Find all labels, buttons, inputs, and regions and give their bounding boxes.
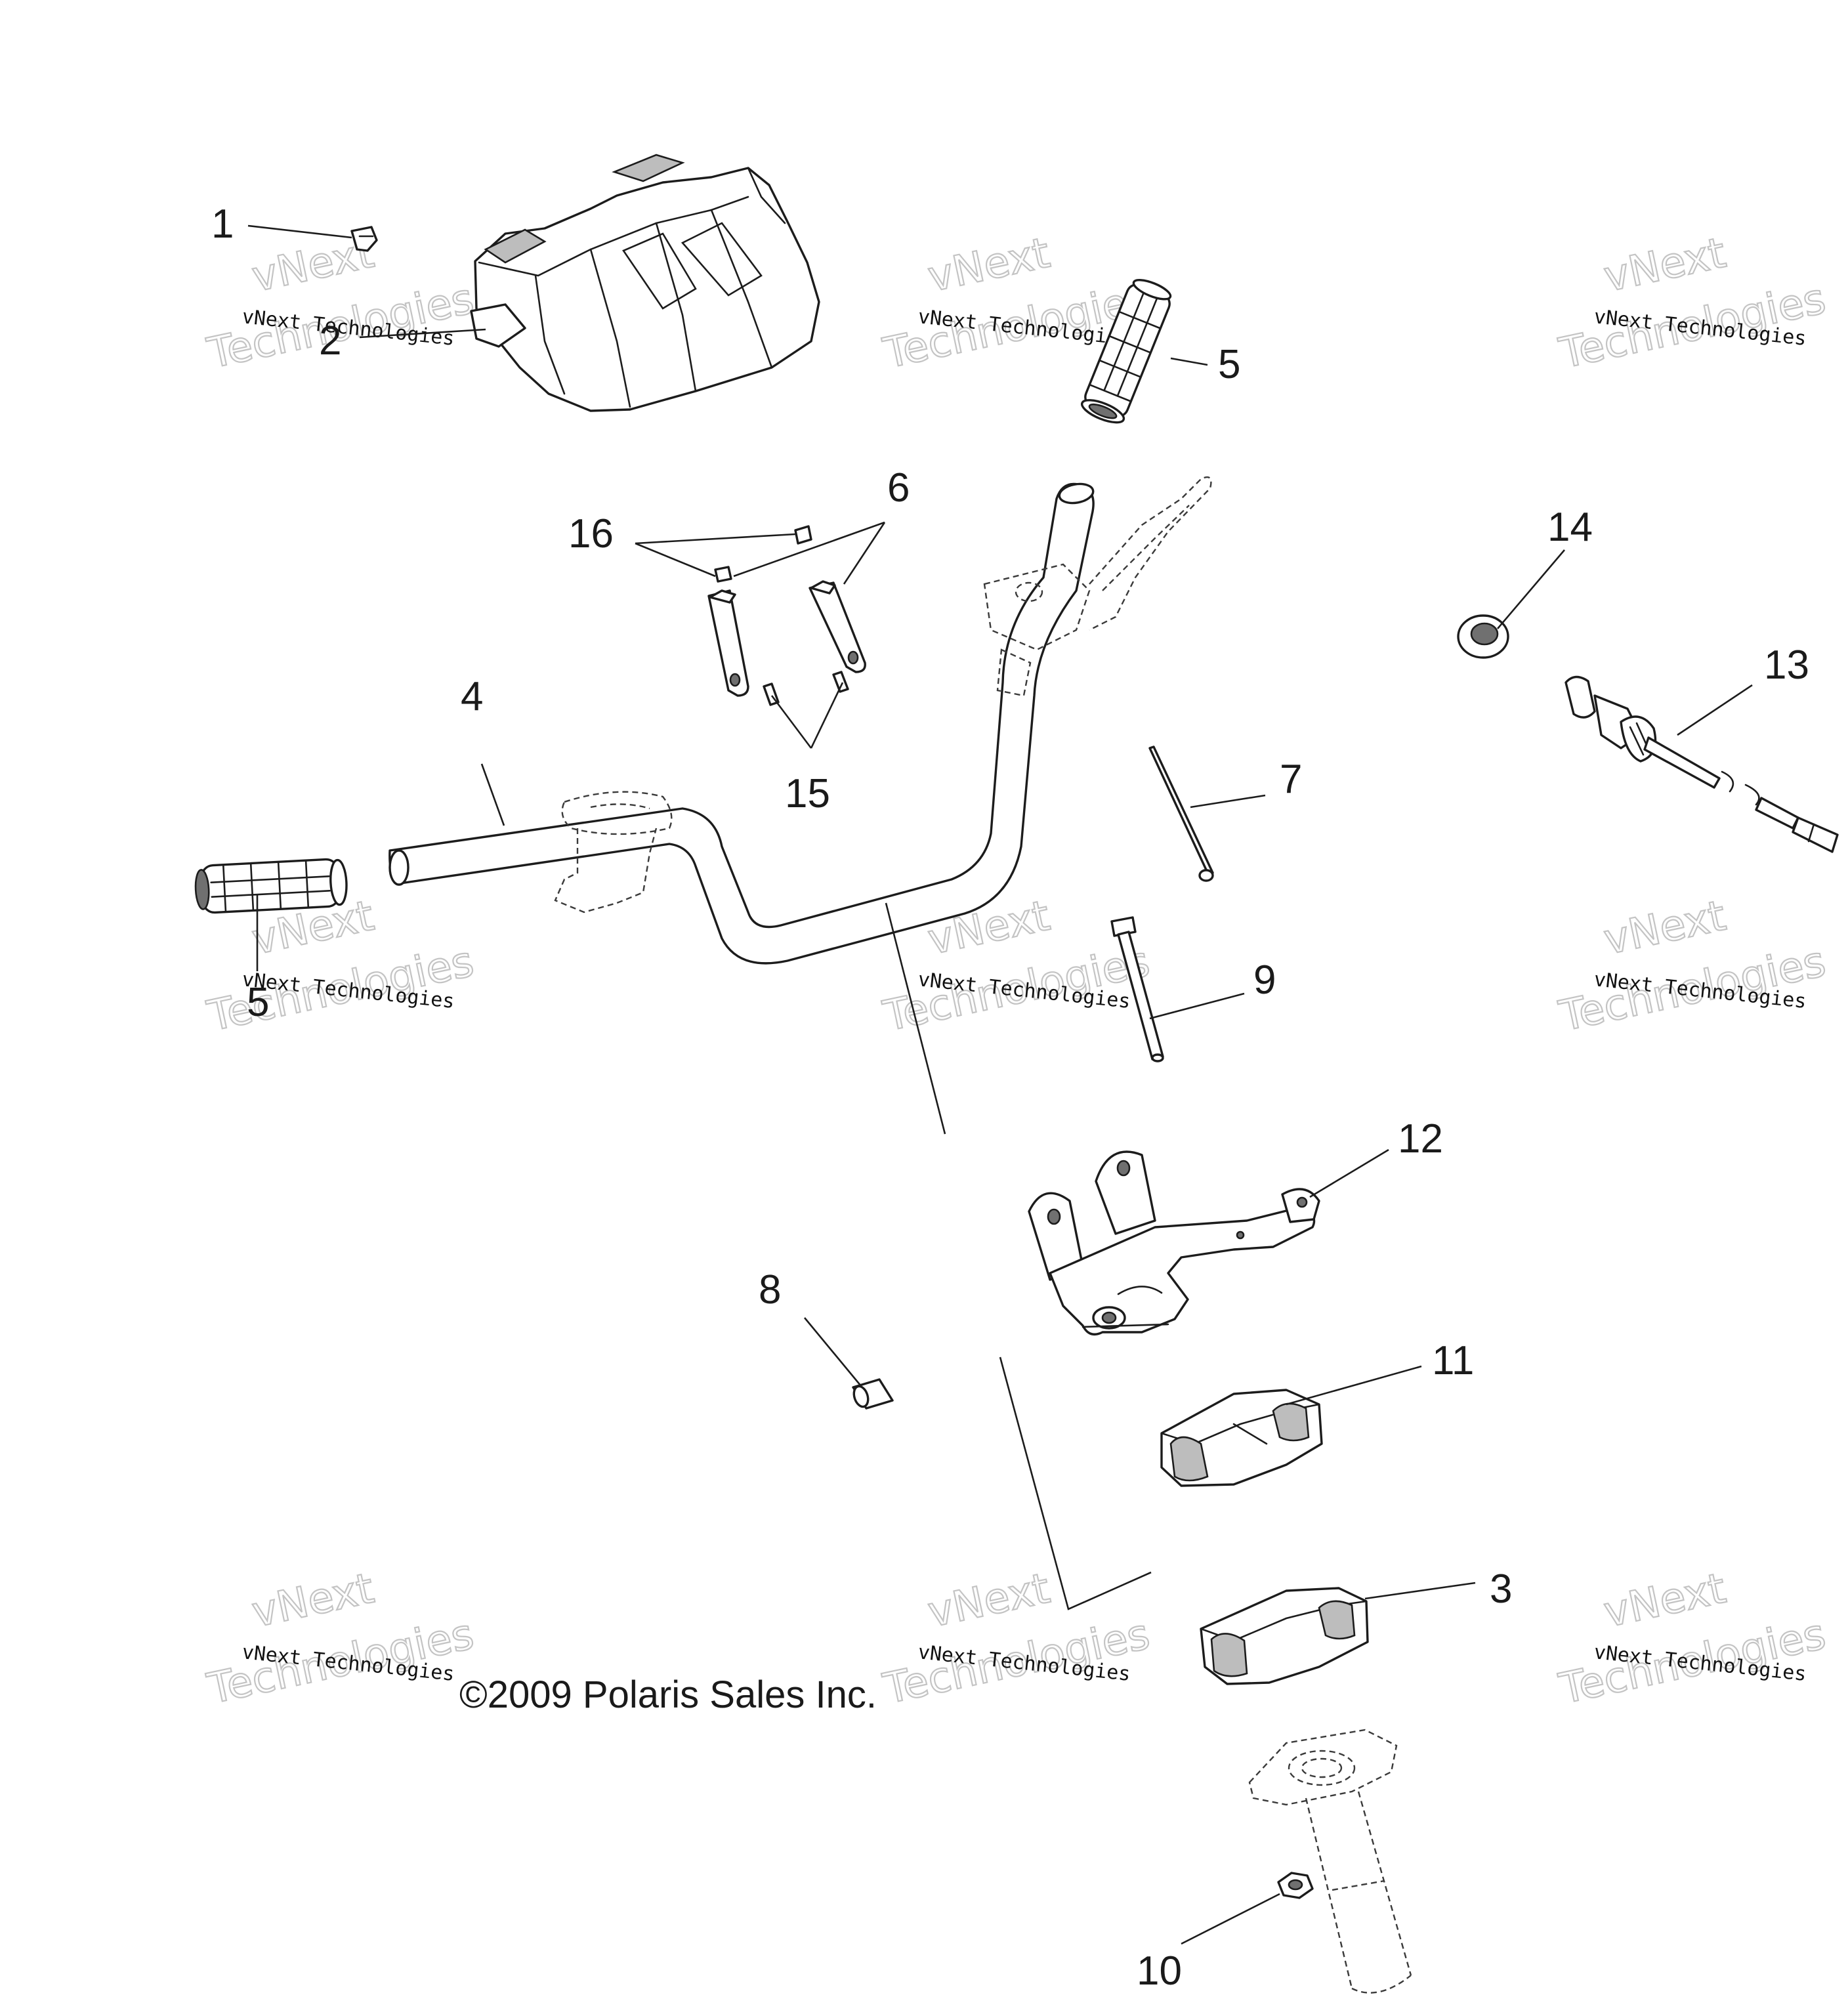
part-bushing[interactable] bbox=[852, 1378, 894, 1410]
callout-9: 9 bbox=[1253, 957, 1276, 1003]
callout-2: 2 bbox=[319, 318, 341, 364]
callout-labels: 1 2 3 4 5 5 6 7 8 9 10 11 12 13 14 15 16 bbox=[211, 201, 1809, 1994]
part-screw-b[interactable] bbox=[832, 671, 849, 693]
part-clamp-lower[interactable] bbox=[1200, 1587, 1369, 1685]
part-bracket-left[interactable] bbox=[707, 589, 749, 697]
part-clamp-upper[interactable] bbox=[1160, 1389, 1323, 1487]
part-bolt-long[interactable] bbox=[1110, 916, 1164, 1062]
watermark-line2: vNext bbox=[1600, 892, 1730, 965]
callout-12: 12 bbox=[1398, 1116, 1443, 1162]
watermark: vNext Technologies bbox=[1555, 891, 1831, 1042]
part-grip-right[interactable] bbox=[1080, 275, 1175, 427]
watermark-line2: vNext bbox=[248, 1564, 378, 1637]
part-throttle-cable[interactable] bbox=[1564, 675, 1839, 853]
part-push-rivet[interactable] bbox=[350, 226, 378, 252]
watermark: vNext Technologies bbox=[1555, 228, 1831, 379]
callout-7: 7 bbox=[1280, 757, 1302, 802]
part-handlebar[interactable] bbox=[388, 476, 1212, 965]
callout-3: 3 bbox=[1490, 1566, 1512, 1612]
callout-14: 14 bbox=[1547, 505, 1593, 550]
callout-6: 6 bbox=[887, 465, 910, 511]
part-bracket-right[interactable] bbox=[808, 580, 866, 673]
watermark-line2: vNext bbox=[1600, 229, 1730, 302]
callout-5-right-grip: 5 bbox=[1218, 342, 1240, 387]
watermark-line2: vNext bbox=[1600, 1564, 1730, 1637]
part-nut[interactable] bbox=[1277, 1872, 1314, 1899]
copyright-text: ©2009 Polaris Sales Inc. bbox=[459, 1673, 877, 1716]
callout-1: 1 bbox=[211, 201, 234, 247]
part-handlebar-cover[interactable] bbox=[470, 154, 820, 412]
part-grip-left[interactable] bbox=[194, 858, 348, 914]
part-clip-a[interactable] bbox=[794, 525, 812, 545]
watermark: vNext Technologies bbox=[1555, 1564, 1831, 1715]
callout-13: 13 bbox=[1764, 642, 1809, 688]
leader-lines bbox=[247, 224, 1753, 1945]
callout-8: 8 bbox=[759, 1267, 781, 1312]
callout-5-left-grip: 5 bbox=[247, 980, 269, 1025]
watermark: vNext Technologies bbox=[203, 1564, 479, 1715]
callout-16: 16 bbox=[568, 511, 614, 556]
watermark-line2: vNext bbox=[924, 1564, 1054, 1637]
watermark: vNext Technologies bbox=[879, 1564, 1155, 1715]
group-bracket-lines bbox=[885, 902, 1152, 1610]
watermark-line2: vNext bbox=[924, 229, 1054, 302]
part-washer[interactable] bbox=[1457, 614, 1509, 659]
part-steering-post bbox=[1248, 1729, 1412, 1994]
callout-4: 4 bbox=[461, 674, 483, 719]
callout-10: 10 bbox=[1137, 1948, 1182, 1994]
part-rod[interactable] bbox=[1148, 746, 1214, 882]
callout-11: 11 bbox=[1432, 1338, 1474, 1383]
part-clip-b[interactable] bbox=[714, 566, 732, 583]
part-mounting-bracket[interactable] bbox=[1028, 1150, 1320, 1335]
watermark-group: vNext Technologies vNext Technologies vN… bbox=[203, 228, 1831, 1715]
callout-15: 15 bbox=[785, 771, 830, 816]
